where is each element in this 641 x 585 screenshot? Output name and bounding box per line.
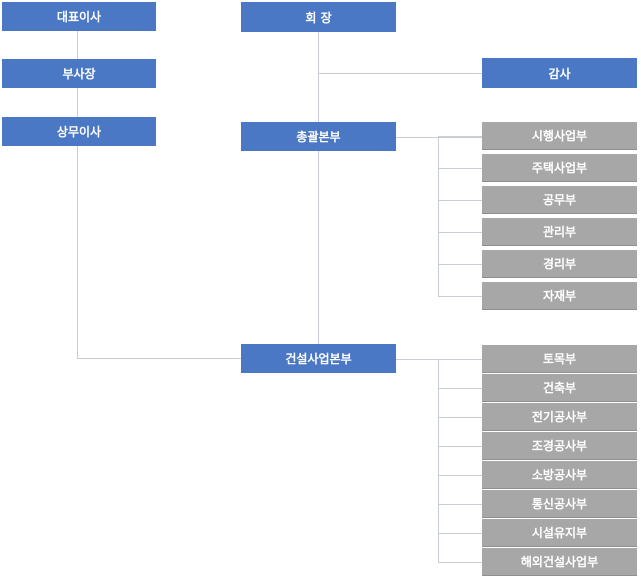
- general-department-box: 시행사업부: [482, 122, 637, 150]
- connector-chairman-vertical: [318, 32, 319, 346]
- general-department-box: 관리부: [482, 218, 637, 246]
- general-department-box: 경리부: [482, 250, 637, 278]
- connector-general-departments: [438, 137, 439, 297]
- general-department-connector: [438, 200, 482, 201]
- general-department-connector: [438, 232, 482, 233]
- general-department-connector: [438, 136, 482, 137]
- general-department-box: 자재부: [482, 282, 637, 310]
- connector-exec-vertical: [77, 31, 78, 359]
- general-department-box: 공무부: [482, 186, 637, 214]
- general-division-box: 총괄본부: [241, 122, 396, 151]
- construction-department-connector: [438, 562, 482, 563]
- construction-department-box: 시설유지부: [482, 519, 637, 547]
- construction-department-box: 조경공사부: [482, 432, 637, 460]
- construction-department-box: 해외건설사업부: [482, 548, 637, 576]
- construction-department-box: 소방공사부: [482, 461, 637, 489]
- connector-general-out: [396, 137, 483, 138]
- construction-department-box: 토목부: [482, 345, 637, 373]
- general-department-connector: [438, 296, 482, 297]
- construction-department-connector: [438, 417, 482, 418]
- construction-department-connector: [438, 475, 482, 476]
- general-department-connector: [438, 264, 482, 265]
- construction-department-connector: [438, 359, 482, 360]
- connector-construction-departments: [438, 359, 439, 562]
- auditor-box: 감사: [482, 58, 637, 88]
- general-department-box: 주택사업부: [482, 154, 637, 182]
- construction-department-connector: [438, 504, 482, 505]
- construction-department-connector: [438, 388, 482, 389]
- general-department-connector: [438, 168, 482, 169]
- chairman-box: 회 장: [241, 2, 396, 32]
- construction-department-connector: [438, 446, 482, 447]
- managing-director-box: 상무이사: [2, 117, 156, 146]
- connector-exec-to-construction: [77, 358, 242, 359]
- construction-division-box: 건설사업본부: [241, 344, 396, 373]
- construction-department-box: 전기공사부: [482, 403, 637, 431]
- connector-chairman-to-auditor: [318, 73, 483, 74]
- construction-department-connector: [438, 533, 482, 534]
- vice-president-box: 부사장: [2, 59, 156, 88]
- ceo-box: 대표이사: [2, 2, 156, 31]
- construction-department-box: 건축부: [482, 374, 637, 402]
- construction-department-box: 통신공사부: [482, 490, 637, 518]
